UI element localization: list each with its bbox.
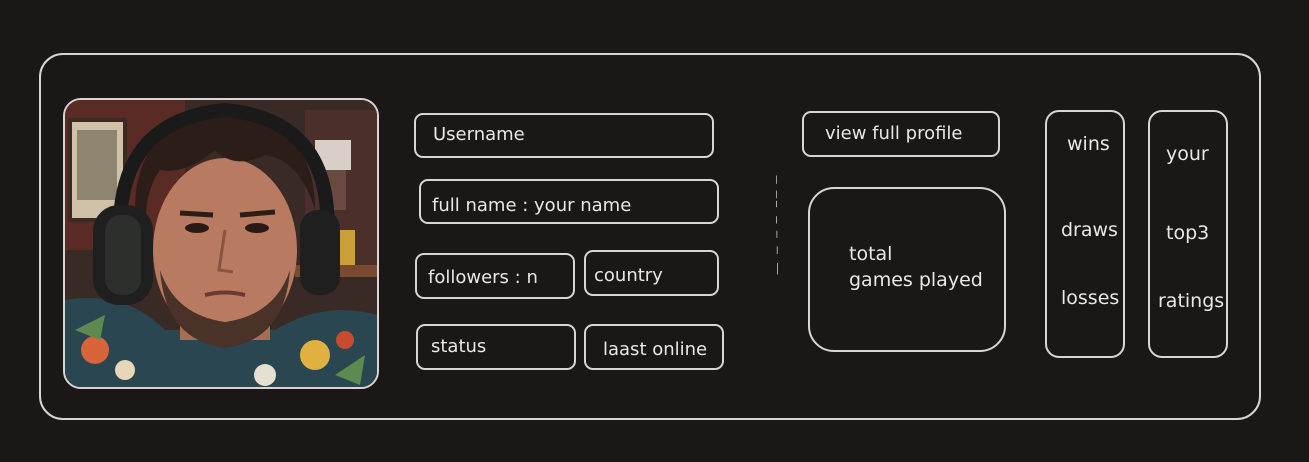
profile-photo[interactable] bbox=[63, 98, 379, 389]
ratings-label-line3: ratings bbox=[1158, 290, 1225, 312]
section-divider bbox=[776, 175, 778, 275]
last-online-field[interactable]: laast online bbox=[584, 324, 724, 370]
losses-label: losses bbox=[1061, 287, 1120, 309]
avatar-image bbox=[65, 100, 377, 387]
country-label: country bbox=[594, 265, 663, 286]
status-label: status bbox=[431, 336, 487, 357]
full-name-field[interactable]: full name : your name bbox=[419, 179, 719, 224]
full-name-label: full name : your name bbox=[432, 195, 632, 216]
followers-field[interactable]: followers : n bbox=[415, 253, 575, 299]
wins-label: wins bbox=[1067, 133, 1110, 155]
top-ratings-column: your top3 ratings bbox=[1148, 110, 1228, 358]
total-games-card: total games played bbox=[808, 187, 1006, 352]
username-label: Username bbox=[433, 124, 525, 145]
last-online-label: laast online bbox=[603, 339, 708, 360]
ratings-label-line1: your bbox=[1166, 143, 1209, 165]
total-games-label-line1: total bbox=[849, 243, 893, 265]
view-full-profile-button[interactable]: view full profile bbox=[802, 111, 1000, 157]
status-field[interactable]: status bbox=[416, 324, 576, 370]
draws-label: draws bbox=[1061, 219, 1118, 241]
followers-label: followers : n bbox=[428, 267, 538, 288]
results-column: wins draws losses bbox=[1045, 110, 1125, 358]
ratings-label-line2: top3 bbox=[1166, 222, 1210, 244]
view-full-profile-label: view full profile bbox=[825, 123, 963, 144]
country-field[interactable]: country bbox=[584, 250, 719, 296]
username-field[interactable]: Username bbox=[414, 113, 714, 158]
profile-card bbox=[39, 53, 1261, 420]
total-games-label-line2: games played bbox=[849, 269, 983, 291]
